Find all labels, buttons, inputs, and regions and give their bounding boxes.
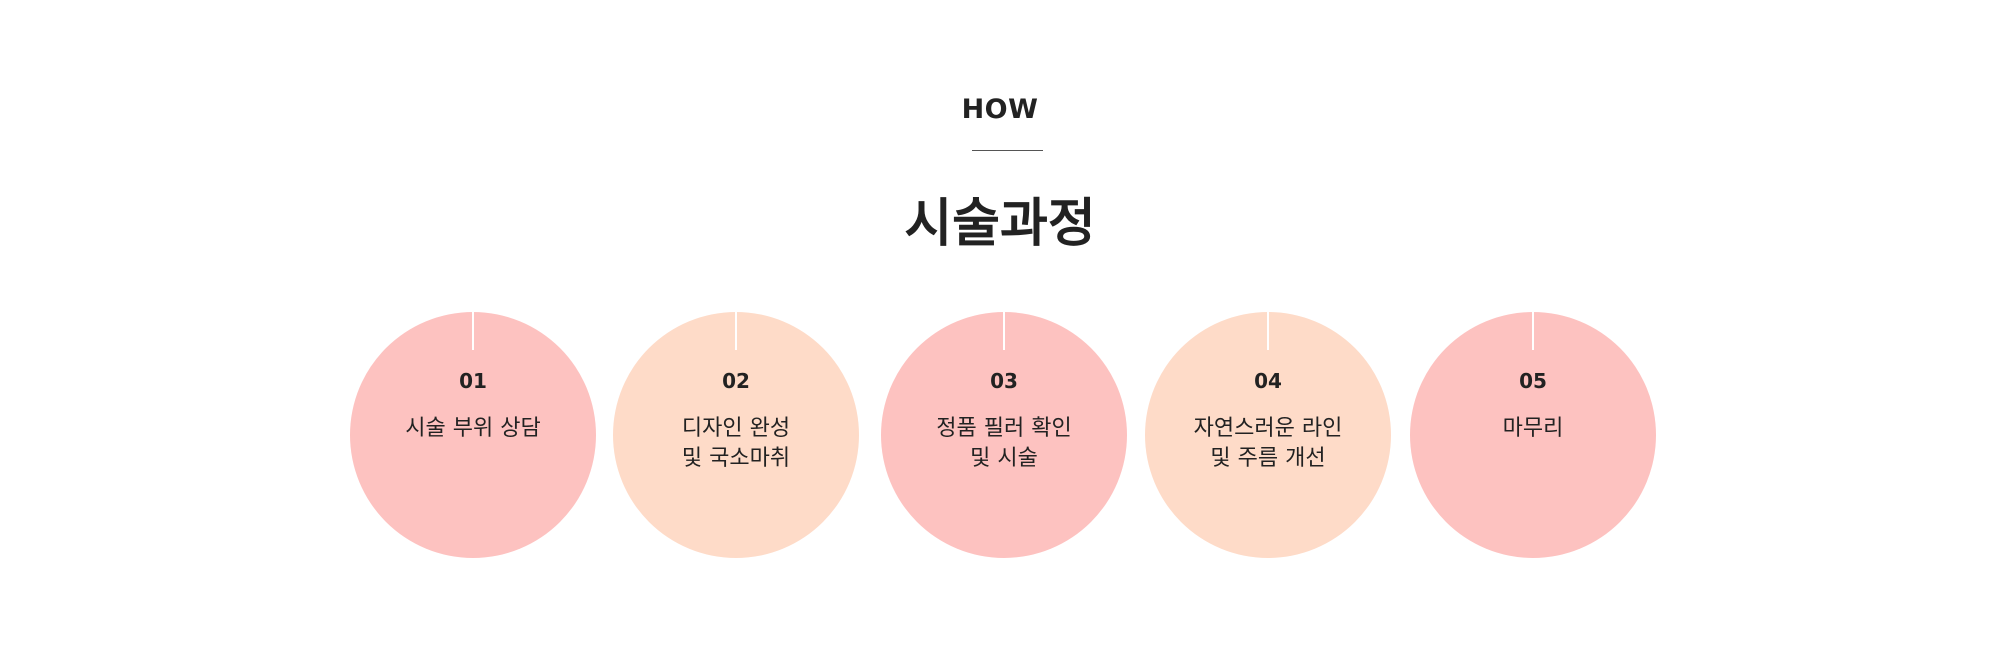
step-number: 01 (459, 369, 487, 393)
step-circle-1: 01 시술 부위 상담 (350, 312, 596, 558)
step-tick (1532, 312, 1534, 350)
step-label-line: 및 국소마취 (681, 446, 791, 471)
step-tick (1267, 312, 1269, 350)
step-circle-4: 04 자연스러운 라인 및 주름 개선 (1145, 312, 1391, 558)
section-eyebrow: HOW (961, 94, 1039, 125)
title-divider (972, 150, 1043, 151)
step-label-line: 마무리 (1502, 416, 1564, 441)
step-number: 03 (990, 369, 1018, 393)
step-circle-2: 02 디자인 완성 및 국소마취 (613, 312, 859, 558)
step-tick (735, 312, 737, 350)
step-label: 디자인 완성 및 국소마취 (623, 414, 849, 474)
step-label-line: 시술 부위 상담 (405, 416, 541, 441)
step-number: 04 (1254, 369, 1282, 393)
step-tick (1003, 312, 1005, 350)
step-label-line: 디자인 완성 (681, 416, 791, 441)
step-label-line: 및 시술 (970, 446, 1038, 471)
step-number: 02 (722, 369, 750, 393)
step-label: 정품 필러 확인 및 시술 (891, 414, 1117, 474)
step-tick (472, 312, 474, 350)
step-circle-5: 05 마무리 (1410, 312, 1656, 558)
step-number: 05 (1519, 369, 1547, 393)
step-label: 자연스러운 라인 및 주름 개선 (1155, 414, 1381, 474)
step-label-line: 및 주름 개선 (1210, 446, 1326, 471)
step-label-line: 정품 필러 확인 (936, 416, 1072, 441)
step-label-line: 자연스러운 라인 (1193, 416, 1343, 441)
step-label: 마무리 (1420, 414, 1646, 444)
step-label: 시술 부위 상담 (360, 414, 586, 444)
section-title: 시술과정 (904, 194, 1096, 254)
steps-list: 01 시술 부위 상담 02 디자인 완성 및 국소마취 03 정품 필러 확인… (0, 312, 2000, 562)
step-circle-3: 03 정품 필러 확인 및 시술 (881, 312, 1127, 558)
